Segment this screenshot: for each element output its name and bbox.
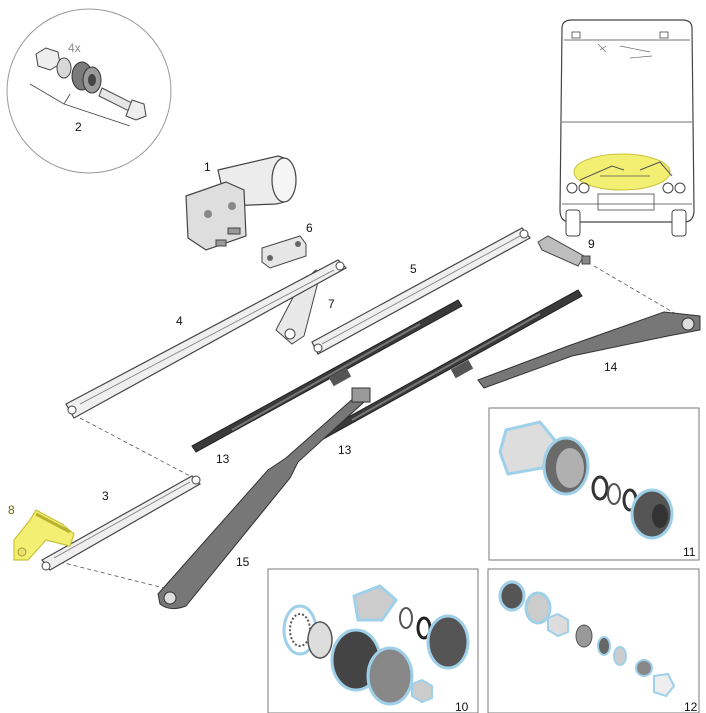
callout-10: 10 <box>455 700 469 713</box>
callout-12: 12 <box>684 700 698 713</box>
callout-13-left: 13 <box>216 452 230 466</box>
callout-15: 15 <box>236 555 250 569</box>
part-14-wiper-arm[interactable]: 14 <box>477 311 701 389</box>
detail-panel-12[interactable]: 12 <box>487 568 700 713</box>
part-13-wiper-blade-right[interactable]: 13 <box>313 289 583 457</box>
guide-lines <box>59 265 677 591</box>
bus-front-view <box>559 19 695 237</box>
part-9-spindle[interactable]: 9 <box>537 235 595 267</box>
callout-9: 9 <box>588 237 595 251</box>
callout-6: 6 <box>306 221 313 235</box>
callout-13-right: 13 <box>338 443 352 457</box>
part-6-crank[interactable]: 6 <box>261 221 313 269</box>
callout-1: 1 <box>204 160 211 174</box>
callout-2: 2 <box>75 120 82 134</box>
part-13-wiper-blade-left[interactable]: 13 <box>191 299 463 466</box>
callout-14: 14 <box>604 360 618 374</box>
detail-circle-part-2[interactable]: 4x 2 <box>6 8 172 174</box>
callout-4: 4 <box>176 314 183 328</box>
detail-panel-11[interactable]: 11 <box>488 407 700 561</box>
part-5-linkage-rod[interactable]: 5 <box>311 227 531 355</box>
part-1-wiper-motor[interactable]: 1 <box>185 155 297 251</box>
detail-panel-10[interactable]: 10 <box>267 568 479 713</box>
part-15-wiper-arm[interactable]: 15 <box>157 387 371 610</box>
callout-8: 8 <box>8 503 15 517</box>
callout-11: 11 <box>683 545 696 559</box>
part-8-crank-highlighted[interactable]: 8 <box>8 503 75 561</box>
callout-7: 7 <box>328 297 335 311</box>
part-4-linkage-rod[interactable]: 4 <box>65 259 347 419</box>
callout-5: 5 <box>410 262 417 276</box>
quantity-label: 4x <box>68 41 81 55</box>
callout-3: 3 <box>102 489 109 503</box>
part-3-linkage-rod[interactable]: 3 <box>41 475 201 571</box>
